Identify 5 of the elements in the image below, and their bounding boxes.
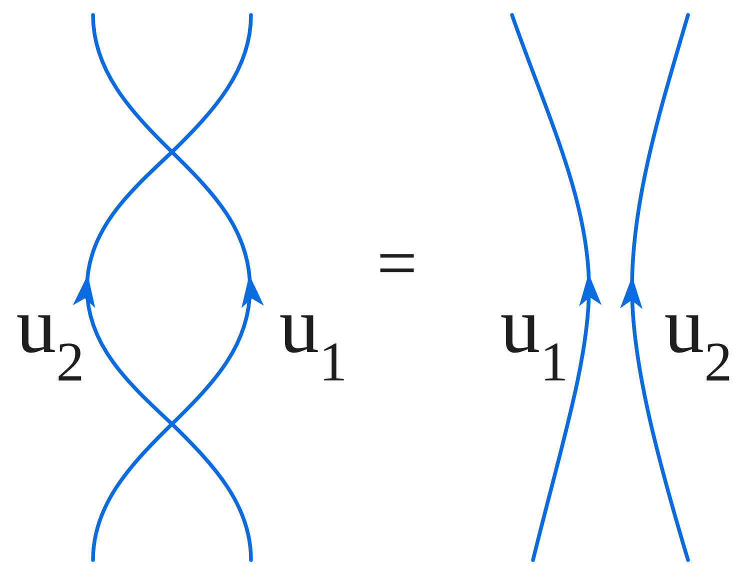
variable-label: u$_{1}$ — [280, 315, 344, 380]
variable-label: u$_{2}$ — [665, 315, 730, 381]
equals-sign: = — [380, 254, 414, 272]
variable-label: u$_{2}$ — [17, 315, 82, 381]
variable-label: u$_{1}$ — [501, 315, 565, 380]
